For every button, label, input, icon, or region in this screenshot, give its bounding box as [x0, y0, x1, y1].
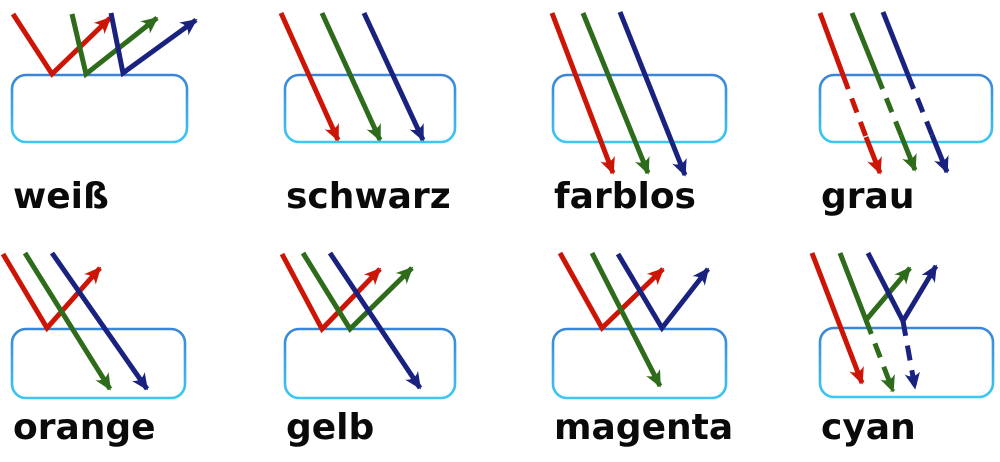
- farblos-rays-svg: [549, 11, 728, 177]
- blue-light-ray: [865, 251, 939, 327]
- color-label-magenta: magenta: [554, 407, 734, 448]
- panel-gelb: gelb: [260, 231, 520, 462]
- gelb-ray-diagram: [260, 231, 520, 462]
- green-light-ray: [849, 12, 880, 76]
- green-light-ray: [874, 74, 904, 136]
- blue-light-ray: [108, 12, 198, 78]
- green-light-ray: [300, 251, 414, 333]
- green-light-ray: [580, 12, 651, 175]
- schwarz-ray-diagram: [260, 0, 520, 231]
- panel-cyan: cyan: [780, 231, 1000, 462]
- color-label-orange: orange: [13, 407, 156, 448]
- gelb-rays-svg: [279, 251, 457, 400]
- color-label-cyan: cyan: [821, 407, 916, 448]
- blue-light-ray: [361, 11, 426, 142]
- grau-ray-diagram: [780, 0, 1000, 231]
- panel-orange: orange: [0, 231, 260, 462]
- schwarz-rays-svg: [278, 11, 457, 144]
- object-box: [283, 73, 457, 144]
- farblos-ray-diagram: [520, 0, 780, 231]
- orange-ray-diagram: [0, 231, 260, 462]
- blue-light-ray: [615, 252, 710, 333]
- blue-light-ray: [900, 320, 921, 390]
- color-label-gelb: gelb: [286, 407, 375, 448]
- blue-light-ray: [49, 251, 150, 391]
- blue-light-ray: [617, 11, 688, 177]
- red-light-ray: [840, 74, 869, 138]
- red-light-ray: [10, 12, 112, 78]
- panel-weiss: weiß: [0, 0, 260, 231]
- panel-grau: grau: [780, 0, 1000, 231]
- green-light-ray: [898, 134, 918, 172]
- grau-rays-svg: [817, 11, 994, 175]
- color-label-weiss: weiß: [13, 176, 109, 217]
- magenta-ray-diagram: [520, 231, 780, 462]
- panel-schwarz: schwarz: [260, 0, 520, 231]
- red-light-ray: [817, 12, 846, 76]
- panel-farblos: farblos: [520, 0, 780, 231]
- red-light-ray: [279, 252, 382, 334]
- weiss-ray-diagram: [0, 0, 260, 231]
- object-box: [551, 327, 728, 400]
- orange-rays-svg: [0, 251, 187, 400]
- green-light-ray: [319, 11, 383, 142]
- panel-magenta: magenta: [520, 231, 780, 462]
- green-light-ray: [22, 251, 113, 391]
- color-label-farblos: farblos: [554, 176, 696, 217]
- cyan-ray-diagram: [780, 231, 1000, 462]
- red-light-ray: [863, 136, 883, 175]
- blue-light-ray: [929, 134, 950, 174]
- color-label-schwarz: schwarz: [286, 176, 451, 217]
- blue-light-ray: [905, 74, 935, 136]
- object-box: [10, 327, 187, 400]
- green-light-ray: [69, 13, 159, 79]
- red-light-ray: [278, 11, 341, 142]
- red-light-ray: [809, 252, 865, 385]
- blue-light-ray: [880, 11, 911, 76]
- color-label-grau: grau: [821, 176, 915, 217]
- green-light-ray: [863, 319, 896, 393]
- blue-light-ray: [327, 251, 423, 390]
- object-box: [283, 327, 457, 400]
- object-box: [10, 73, 189, 144]
- magenta-rays-svg: [551, 251, 728, 400]
- green-light-ray: [589, 251, 663, 388]
- red-light-ray: [0, 252, 102, 333]
- cyan-rays-svg: [809, 251, 995, 399]
- weiss-rays-svg: [10, 12, 198, 144]
- red-light-ray: [549, 12, 616, 175]
- red-light-ray: [557, 251, 665, 333]
